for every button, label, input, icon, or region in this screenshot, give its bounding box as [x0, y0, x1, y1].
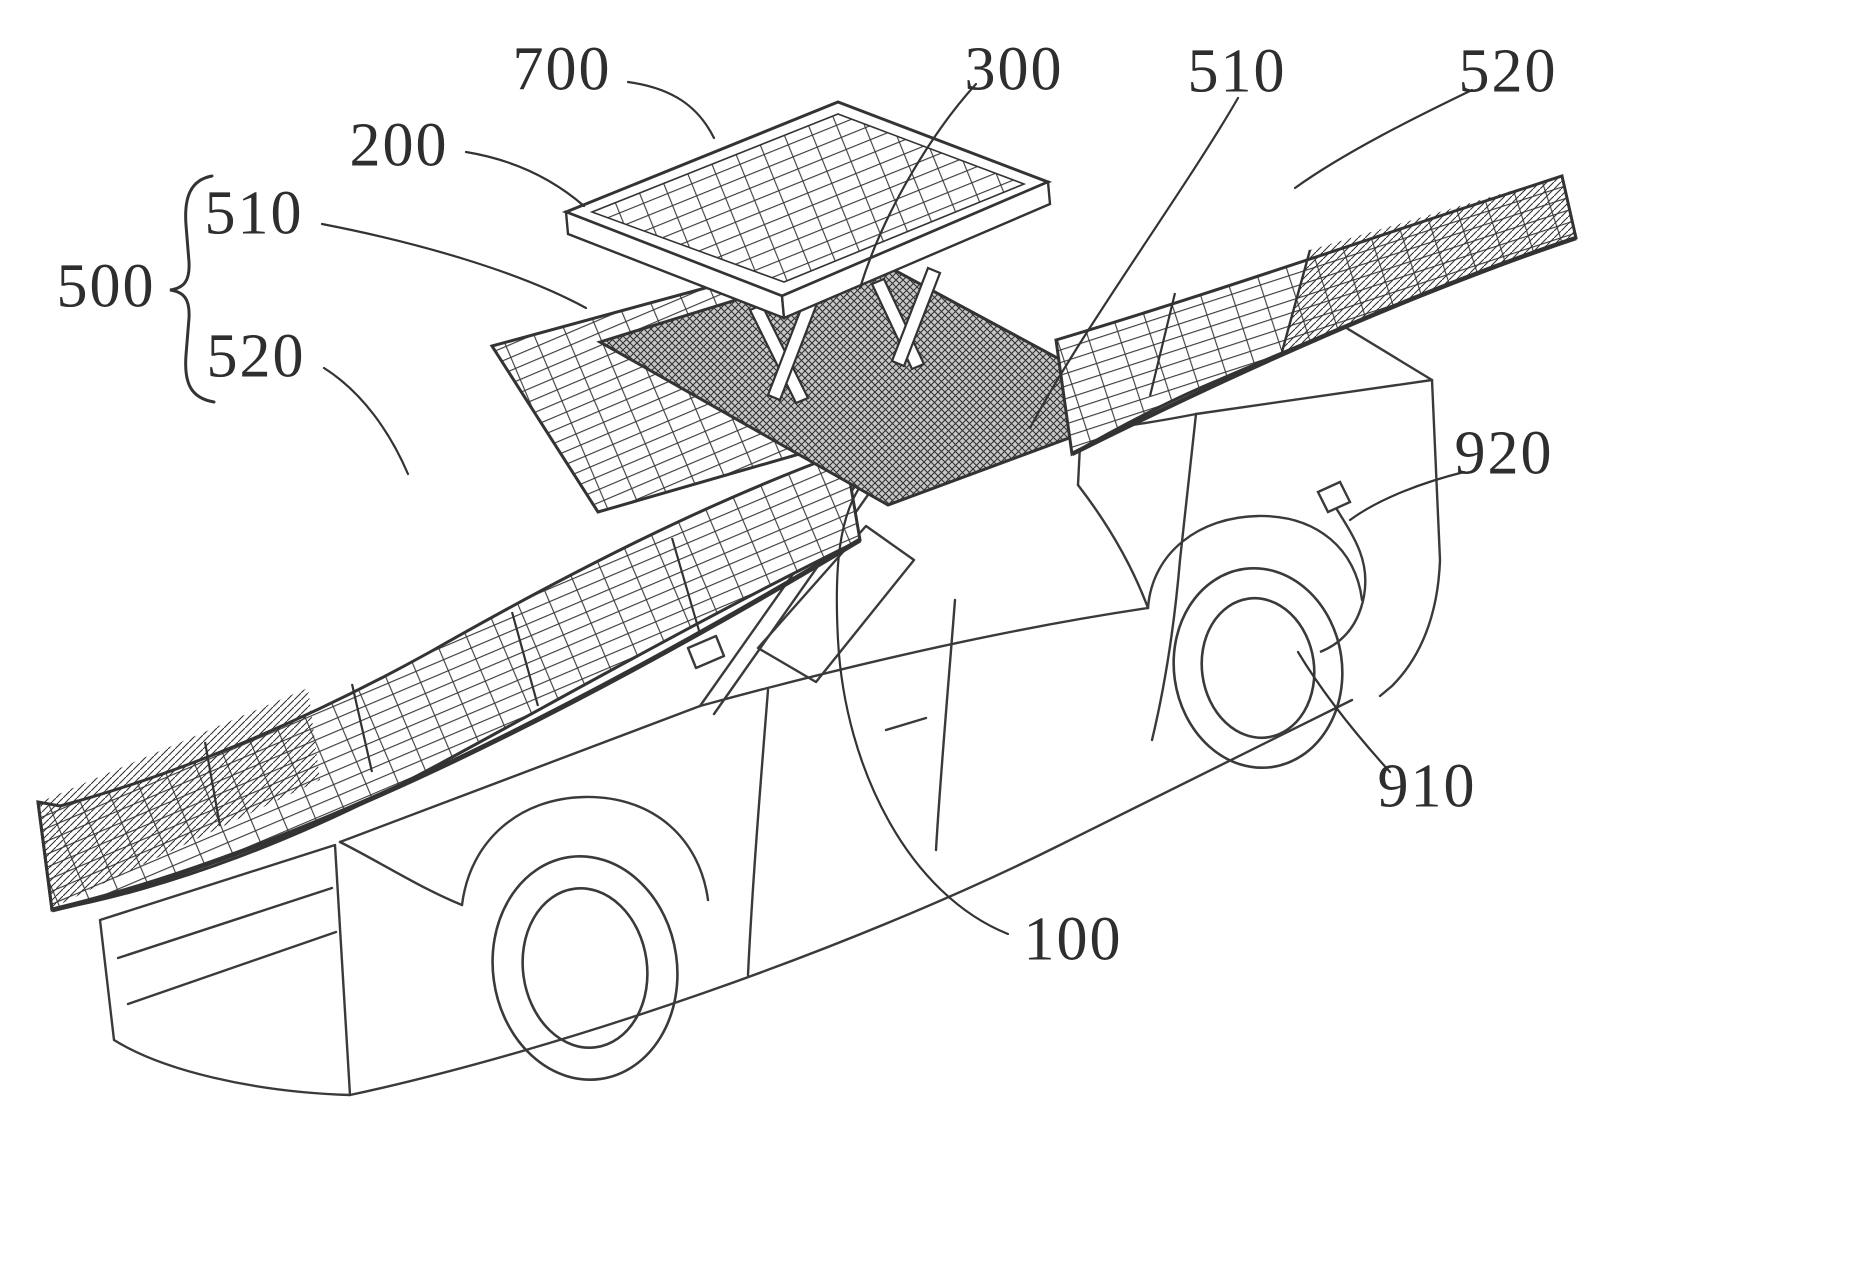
- leader-520-left: [322, 366, 410, 476]
- charge-cable: [1319, 507, 1367, 654]
- raised-panel-edge-right: [780, 180, 1052, 320]
- side-window: [756, 524, 916, 684]
- rear-wheel-arch: [1146, 514, 1364, 610]
- front-wheel-arch: [460, 795, 710, 907]
- ref-label-300: 300: [964, 35, 1064, 104]
- ref-label-510-left: 510: [204, 179, 304, 248]
- ref-label-100: 100: [1023, 905, 1123, 974]
- door-handle: [884, 716, 928, 732]
- charge-port: [1316, 480, 1352, 514]
- hood-line: [338, 704, 702, 844]
- rear-wheel: [1172, 566, 1344, 770]
- front-wheel: [491, 855, 679, 1081]
- leader-910: [1296, 650, 1392, 774]
- rear-quarter-crease: [1150, 412, 1198, 742]
- rear-deck-side: [1378, 378, 1442, 698]
- wing-right-dark-section: [1282, 176, 1576, 352]
- solar-wing-left: [36, 449, 862, 913]
- car-body: [98, 316, 1442, 1097]
- brace-500: [169, 174, 216, 404]
- wing-right-leading-edge: [1070, 235, 1577, 457]
- leader-520-right: [1293, 88, 1474, 190]
- leader-200: [464, 150, 586, 208]
- charging-port-and-cable: [1316, 480, 1367, 654]
- rocker-line: [348, 698, 1354, 1097]
- front-bumper: [98, 843, 352, 1097]
- ref-label-510-right: 510: [1187, 37, 1287, 106]
- raised-solar-panel: [561, 100, 1052, 320]
- ref-label-920: 920: [1454, 419, 1554, 488]
- ref-label-500: 500: [56, 252, 156, 321]
- door-seam-front: [746, 688, 770, 977]
- rear-deck-lower: [1076, 483, 1150, 610]
- ref-label-700: 700: [512, 35, 612, 104]
- front-grille-line-2: [126, 930, 338, 1006]
- leader-510-left: [320, 222, 588, 310]
- ref-label-520-left: 520: [206, 322, 306, 391]
- fender-line: [338, 840, 464, 907]
- door-seam-rear: [934, 598, 957, 852]
- wing-left-tip-cap: [36, 801, 54, 911]
- solar-wing-right: [1054, 174, 1578, 457]
- leader-300: [858, 82, 978, 290]
- ref-label-200: 200: [349, 111, 449, 180]
- support-struts: [748, 266, 942, 405]
- leader-510-right: [1028, 96, 1240, 430]
- leader-100: [835, 488, 1010, 936]
- beltline: [698, 606, 1150, 708]
- side-mirror: [686, 634, 726, 670]
- front-grille-line-1: [116, 886, 334, 960]
- leader-lines: [169, 80, 1474, 936]
- ref-label-910: 910: [1377, 752, 1477, 821]
- wing-left-dark-tip: [40, 688, 320, 908]
- wing-right-joint-1: [1148, 292, 1177, 397]
- ref-label-520-right: 520: [1458, 37, 1558, 106]
- leader-700: [626, 80, 716, 140]
- raised-panel-cells: [589, 113, 1027, 283]
- wing-left-leading-edge: [51, 537, 862, 913]
- wing-left-joints: [203, 537, 702, 827]
- leader-920: [1348, 470, 1466, 522]
